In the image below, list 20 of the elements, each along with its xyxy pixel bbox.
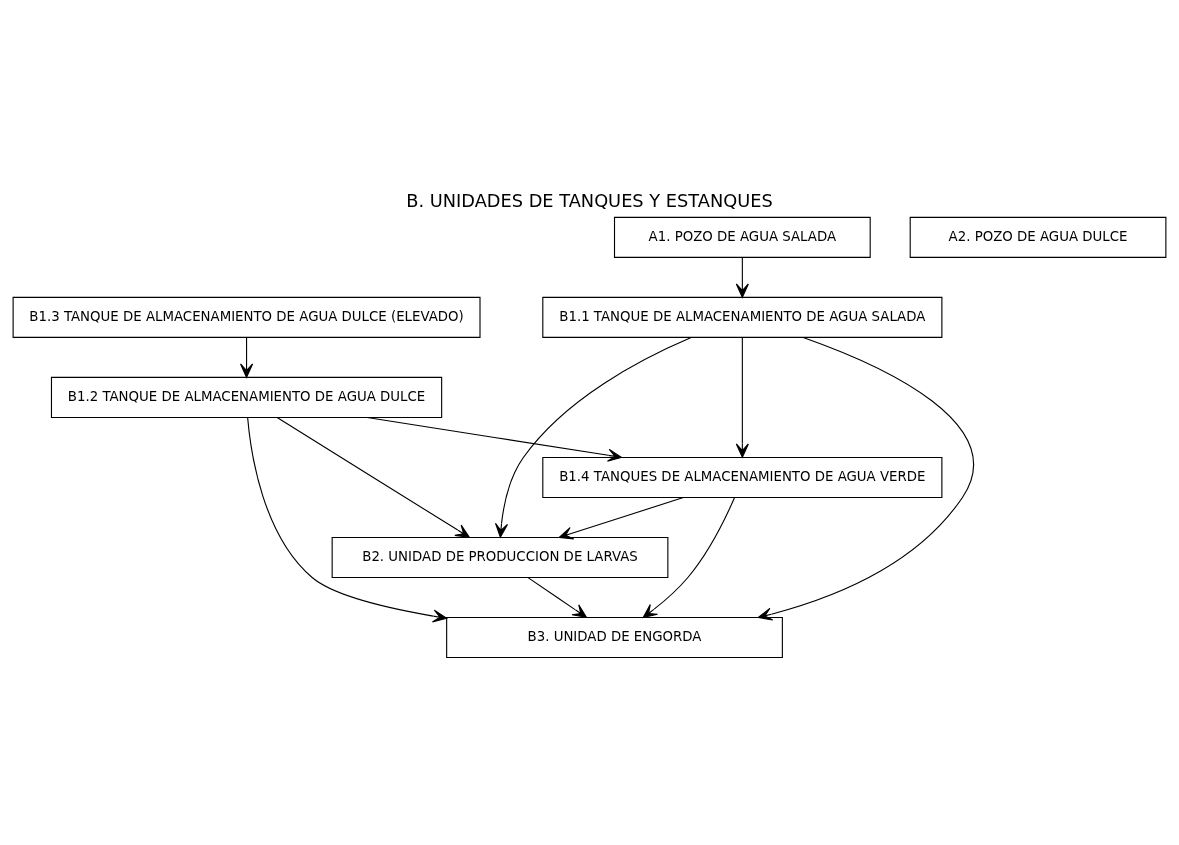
diagram-title: B. UNIDADES DE TANQUES Y ESTANQUES — [406, 189, 773, 211]
node-box: A2. POZO DE AGUA DULCE — [909, 216, 1167, 258]
arrow — [366, 416, 623, 462]
arrow — [494, 336, 692, 538]
node-box: B1.3 TANQUE DE ALMACENAMIENTO DE AGUA DULCE (ELEVADO) — [12, 296, 481, 338]
node-box: B2. UNIDAD DE PRODUCCION DE LARVAS — [331, 536, 669, 578]
arrow — [642, 496, 736, 618]
arrow — [247, 416, 448, 623]
node-box: A1. POZO DE AGUA SALADA — [613, 216, 871, 258]
arrow — [757, 336, 975, 621]
node-box: B3. UNIDAD DE ENGORDA — [446, 616, 783, 658]
node-box: B1.1 TANQUE DE ALMACENAMIENTO DE AGUA SALADA — [542, 296, 943, 338]
arrow — [735, 336, 749, 458]
arrow — [240, 336, 254, 378]
arrow — [527, 576, 587, 618]
arrow — [735, 256, 749, 298]
node-box: B1.4 TANQUES DE ALMACENAMIENTO DE AGUA VERDE — [542, 456, 943, 498]
arrow — [558, 496, 684, 540]
arrow — [276, 416, 470, 538]
node-box: B1.2 TANQUE DE ALMACENAMIENTO DE AGUA DULCE — [50, 376, 443, 418]
